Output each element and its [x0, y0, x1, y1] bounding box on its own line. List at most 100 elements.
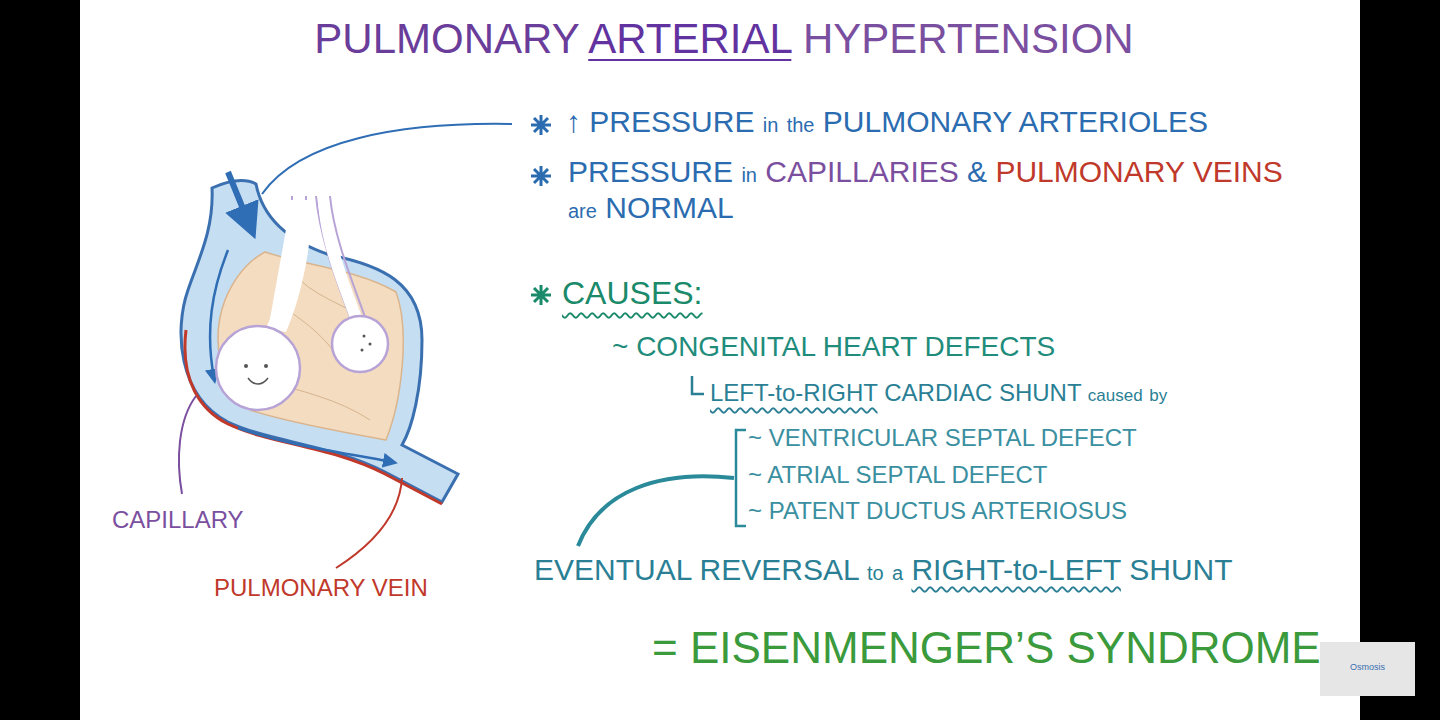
space	[917, 331, 925, 362]
space	[959, 155, 967, 188]
word: PATENT	[769, 497, 860, 524]
word: the	[787, 114, 815, 136]
space	[762, 424, 769, 451]
leader-line	[262, 124, 512, 194]
alveolus	[332, 316, 388, 372]
word: RIGHT-to-LEFT	[911, 553, 1120, 586]
word: LEFT-to-RIGHT	[710, 379, 878, 406]
word: =	[652, 623, 678, 672]
word: HYPERTENSION	[803, 15, 1134, 62]
space	[815, 331, 823, 362]
space	[966, 497, 971, 524]
space	[859, 553, 867, 586]
cause-item: ~ CONGENITAL HEART DEFECTS	[612, 330, 1055, 364]
page-ground	[80, 0, 1360, 720]
word: to	[867, 562, 884, 584]
word: by	[1149, 386, 1167, 405]
word: HEART	[823, 331, 917, 362]
word: SEPTAL	[855, 461, 944, 488]
shunt-text: LEFT-to-RIGHT CARDIAC SHUNT caused by	[710, 379, 1167, 408]
space	[849, 461, 856, 488]
space	[987, 155, 995, 188]
space	[878, 379, 885, 406]
word: PULMONARY	[214, 574, 365, 601]
word: ~	[748, 424, 762, 451]
space	[1184, 155, 1192, 188]
watermark: Osmosis	[1320, 662, 1415, 673]
defect-item: ~ PATENT DUCTUS ARTERIOSUS	[748, 497, 1127, 526]
space	[691, 553, 699, 586]
space	[945, 461, 952, 488]
word: PULMONARY	[314, 15, 579, 62]
section-heading: CAUSES:	[562, 274, 702, 312]
list-bracket	[736, 430, 746, 526]
word: ATRIAL	[767, 461, 848, 488]
word: CAPILLARIES	[765, 155, 958, 188]
word: ~	[748, 461, 762, 488]
space	[992, 379, 999, 406]
bullet-asterisk	[531, 285, 551, 305]
space	[1034, 424, 1041, 451]
word: SEPTAL	[945, 424, 1034, 451]
word: a	[892, 562, 903, 584]
word: ~	[748, 497, 762, 524]
word: EISENMENGER’S	[690, 623, 1054, 672]
leader-curve	[578, 476, 734, 546]
space	[581, 105, 589, 138]
space	[678, 623, 690, 672]
space	[791, 15, 803, 62]
word: VEINS	[1193, 155, 1283, 188]
title: PULMONARY ARTERIAL HYPERTENSION	[4, 14, 1440, 64]
word: DEFECTS	[925, 331, 1056, 362]
defect-item: ~ VENTRICULAR SEPTAL DEFECT	[748, 424, 1137, 453]
defect-item: ~ ATRIAL SEPTAL DEFECT	[748, 461, 1047, 490]
word: PULMONARY	[823, 105, 1012, 138]
word: DEFECT	[1041, 424, 1137, 451]
space	[1121, 553, 1129, 586]
word: caused	[1088, 386, 1143, 405]
part-label: PULMONARY VEIN	[214, 574, 428, 603]
word: EVENTUAL	[534, 553, 691, 586]
space	[628, 331, 636, 362]
vessel	[181, 181, 458, 502]
part-label: CAPILLARY	[112, 506, 244, 535]
word: VEIN	[372, 574, 428, 601]
space	[762, 461, 767, 488]
note-text: ↑ PRESSURE in the PULMONARY ARTERIOLES	[566, 104, 1208, 140]
word: PRESSURE	[568, 155, 733, 188]
bullet-asterisk	[531, 115, 551, 186]
space	[814, 105, 822, 138]
space	[884, 553, 892, 586]
space	[597, 191, 605, 224]
inflow-arrow	[228, 172, 250, 226]
word: ARTERIAL	[588, 15, 791, 62]
word: NORMAL	[605, 191, 733, 224]
note-text: PRESSURE in CAPILLARIES & PULMONARY VEIN…	[568, 154, 1283, 226]
space	[1012, 105, 1019, 138]
word: DUCTUS	[866, 497, 966, 524]
word: in	[741, 164, 757, 186]
word: REVERSAL	[700, 553, 859, 586]
space	[762, 497, 769, 524]
watermark-box	[1320, 642, 1415, 696]
space	[1081, 379, 1088, 406]
branch-bracket	[692, 376, 704, 394]
space	[903, 553, 911, 586]
word: in	[763, 114, 779, 136]
space	[1143, 379, 1150, 406]
word: CARDIAC	[884, 379, 992, 406]
word: ARTERIOLES	[1018, 105, 1208, 138]
word: CONGENITAL	[636, 331, 815, 362]
word: SYNDROME	[1066, 623, 1320, 672]
word: CAPILLARY	[112, 506, 244, 533]
space	[757, 155, 765, 188]
word: Osmosis	[1350, 662, 1385, 672]
alveolus	[216, 326, 300, 410]
space	[1054, 623, 1066, 672]
space	[579, 15, 588, 62]
leader-line	[179, 396, 196, 494]
word: ↑	[566, 105, 581, 138]
word: DEFECT	[951, 461, 1047, 488]
word: SHUNT	[1129, 553, 1232, 586]
word: ~	[612, 331, 628, 362]
